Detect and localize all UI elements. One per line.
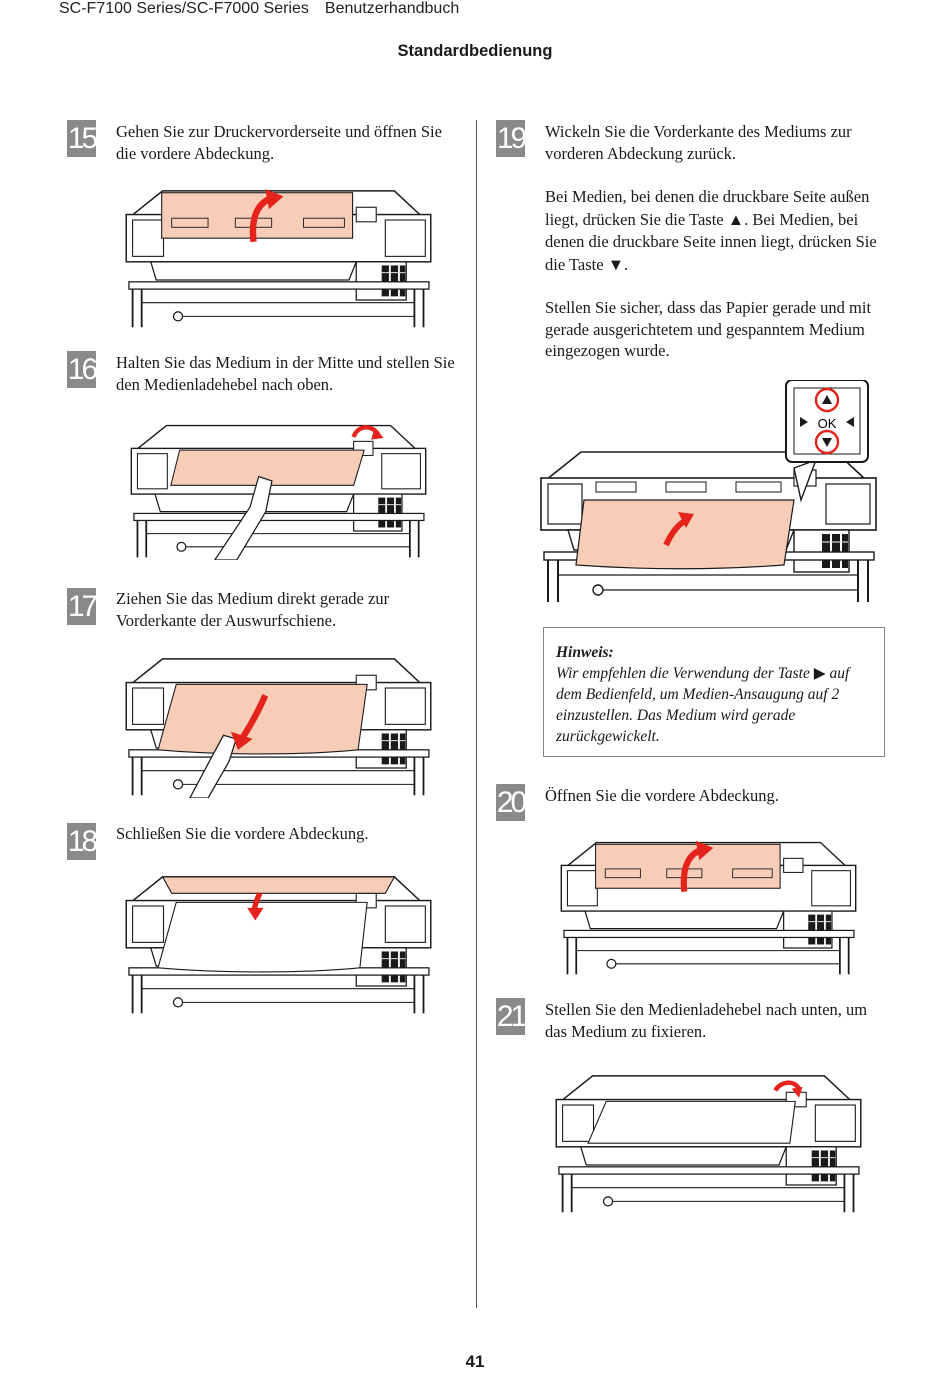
section-title: Standardbedienung (397, 42, 553, 60)
note-title: Hinweis: (556, 644, 614, 661)
printer-illustration-open-cover-2 (560, 840, 857, 976)
step-text-15: Gehen Sie zur Druckervorderseite und öff… (116, 122, 442, 163)
printer-illustration-open-cover (125, 189, 432, 329)
page-number: 41 (465, 1352, 485, 1371)
step-19-paragraph-2: Stellen Sie sicher, dass das Papier gera… (545, 298, 872, 360)
manual-title: Benutzerhandbuch (324, 0, 460, 17)
step-number-16: 16 (67, 351, 98, 388)
running-header: SC-F7100 Series/SC-F7000 Series Benutzerh… (59, 0, 475, 18)
printer-illustration-pull-media (125, 658, 432, 798)
ok-button-label: OK (818, 416, 837, 431)
step-19-paragraph-1: Bei Medien, bei denen die druckbare Seit… (545, 187, 877, 274)
step-text-18: Schließen Sie die vordere Abdeckung. (116, 824, 369, 843)
step-text-17: Ziehen Sie das Medium direkt gerade zur … (116, 589, 390, 630)
step-text-20: Öffnen Sie die vordere Abdeckung. (545, 786, 779, 805)
step-number-17: 17 (67, 588, 98, 625)
printer-illustration-close-cover (125, 876, 432, 1015)
step-text-21: Stellen Sie den Medienladehebel nach unt… (545, 1000, 868, 1041)
step-number-18: 18 (67, 823, 98, 860)
step-number-21: 21 (496, 998, 527, 1035)
note-text: Wir empfehlen die Verwendung der Taste ▶… (556, 665, 850, 745)
column-divider (476, 120, 477, 1308)
step-number-15: 15 (67, 120, 98, 157)
printer-illustration-lever-up (130, 424, 427, 560)
series-title: SC-F7100 Series/SC-F7000 Series (59, 0, 309, 17)
printer-illustration-lever-down (555, 1074, 862, 1214)
printer-illustration-rewind-media: OK (540, 380, 877, 603)
step-text-16: Halten Sie das Medium in der Mitte und s… (116, 353, 455, 394)
step-number-19: 19 (496, 120, 527, 157)
step-number-20: 20 (496, 784, 527, 821)
note-box: Hinweis: Wir empfehlen die Verwendung de… (543, 627, 885, 757)
step-text-19: Wickeln Sie die Vorderkante des Mediums … (545, 122, 852, 163)
